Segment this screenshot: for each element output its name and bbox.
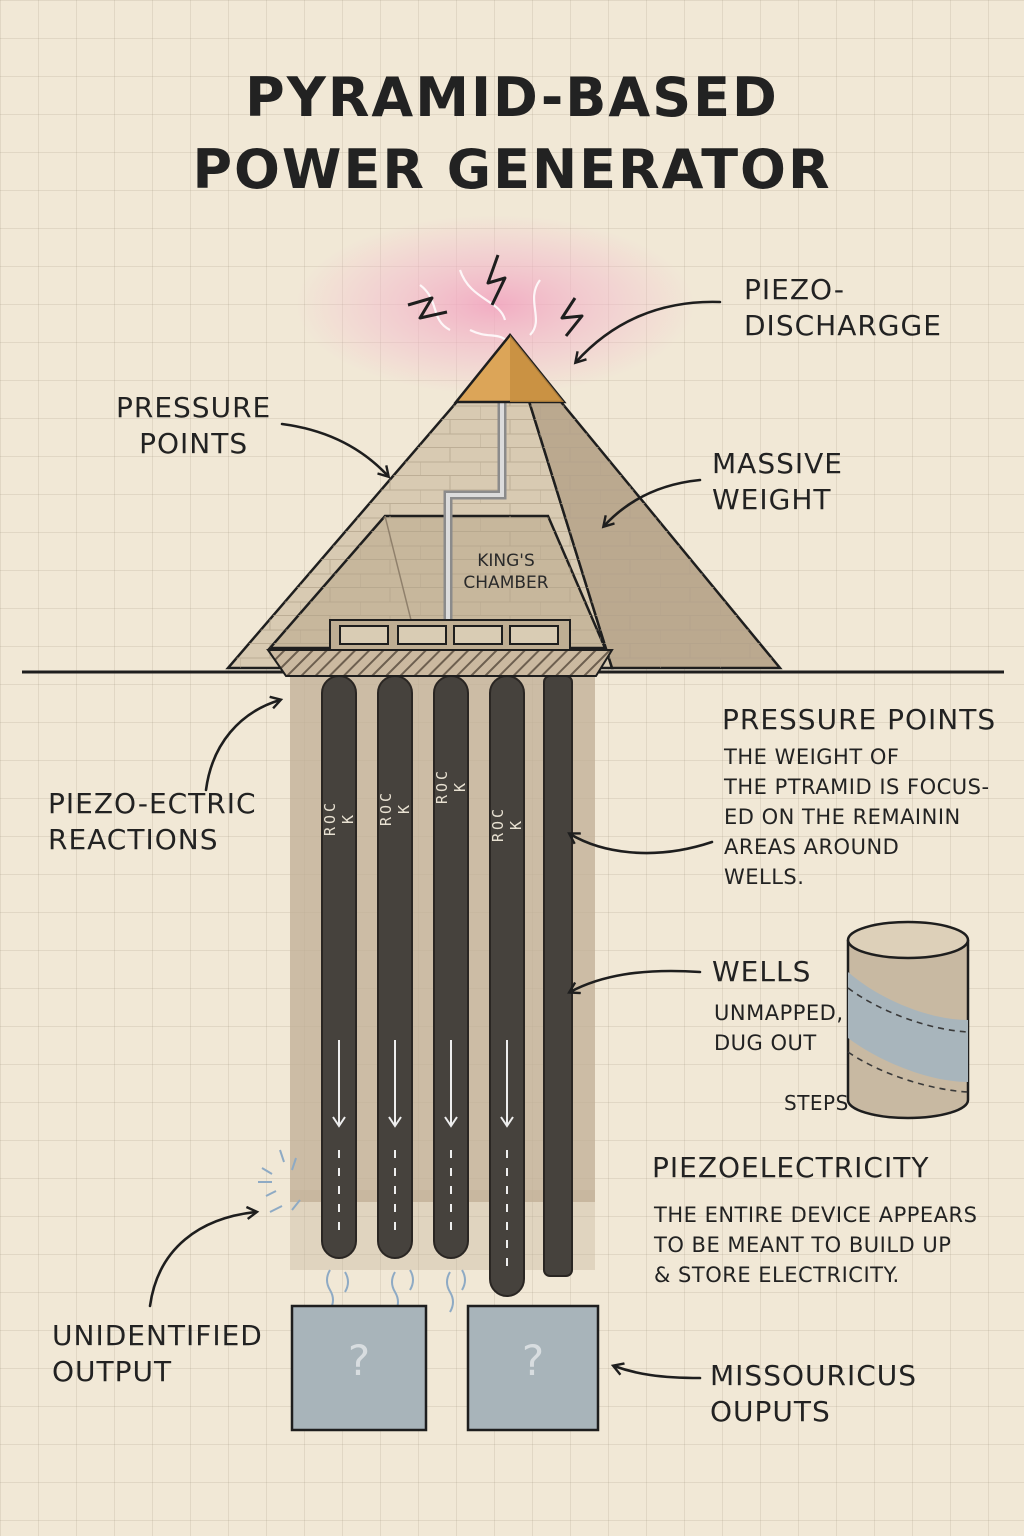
arrow-icon: [204, 700, 280, 792]
arrow-icon: [614, 1366, 702, 1380]
note-wells-heading: WELLS: [712, 955, 812, 988]
label-kings-chamber: KING'S CHAMBER: [463, 551, 549, 593]
note-pressure-points-heading: PRESSURE POINTS: [722, 703, 997, 736]
wells: [321, 675, 573, 1297]
output-box-right: [466, 1304, 600, 1432]
output-box-left: [290, 1304, 428, 1432]
label-steps: STEPS: [784, 1091, 849, 1115]
well-5: [543, 675, 573, 1277]
page-title: PYRAMID-BASED POWER GENERATOR: [192, 66, 832, 201]
well-label-4: ROC K: [489, 805, 525, 843]
label-piezo-discharge: PIEZO- DISCHARGGE: [744, 273, 942, 342]
label-massive-weight: MASSIVE WEIGHT: [712, 447, 843, 516]
arrow-icon: [604, 478, 702, 526]
note-wells-body: UNMAPPED, DUG OUT: [714, 1001, 844, 1055]
label-unidentified-output: UNIDENTIFIED OUTPUT: [52, 1319, 263, 1388]
question-mark-icon: ?: [347, 1336, 371, 1385]
lightning-bolt-icon: [486, 254, 507, 306]
discharge-glow: [295, 215, 695, 395]
hatched-base: [266, 649, 614, 677]
note-piezoelectricity-body: THE ENTIRE DEVICE APPEARS TO BE MEANT TO…: [654, 1203, 978, 1287]
leader-arrows: [148, 300, 722, 1380]
arrow-icon: [576, 300, 722, 362]
note-pressure-points-body: THE WEIGHT OF THE PTRAMID IS FOCUS- ED O…: [724, 745, 990, 889]
arrow-icon: [570, 969, 702, 992]
well-label-1: ROC K: [321, 799, 357, 837]
spark-marks: [258, 1149, 466, 1313]
well-4: [489, 675, 525, 1297]
label-missouricus: MISSOURICUS OUPUTS: [710, 1359, 918, 1428]
well-label-3: ROC K: [433, 767, 469, 805]
label-piezo-ectric: PIEZO-ECTRIC REACTIONS: [48, 787, 257, 856]
flow-arrows: [332, 1040, 514, 1270]
question-mark-icon: ?: [521, 1336, 545, 1385]
lightning-bolt-icon: [560, 297, 584, 337]
cylinder-icon: [846, 920, 970, 1120]
arrow-icon: [148, 1212, 256, 1308]
pyramid: [225, 333, 783, 677]
arrow-icon: [570, 834, 714, 855]
arrow-icon: [280, 422, 388, 476]
well-label-2: ROC K: [377, 789, 413, 827]
note-piezoelectricity-heading: PIEZOELECTRICITY: [652, 1151, 930, 1184]
label-pressure-points-top: PRESSURE POINTS: [116, 391, 272, 460]
lightning-bolt-icon: [407, 296, 448, 320]
